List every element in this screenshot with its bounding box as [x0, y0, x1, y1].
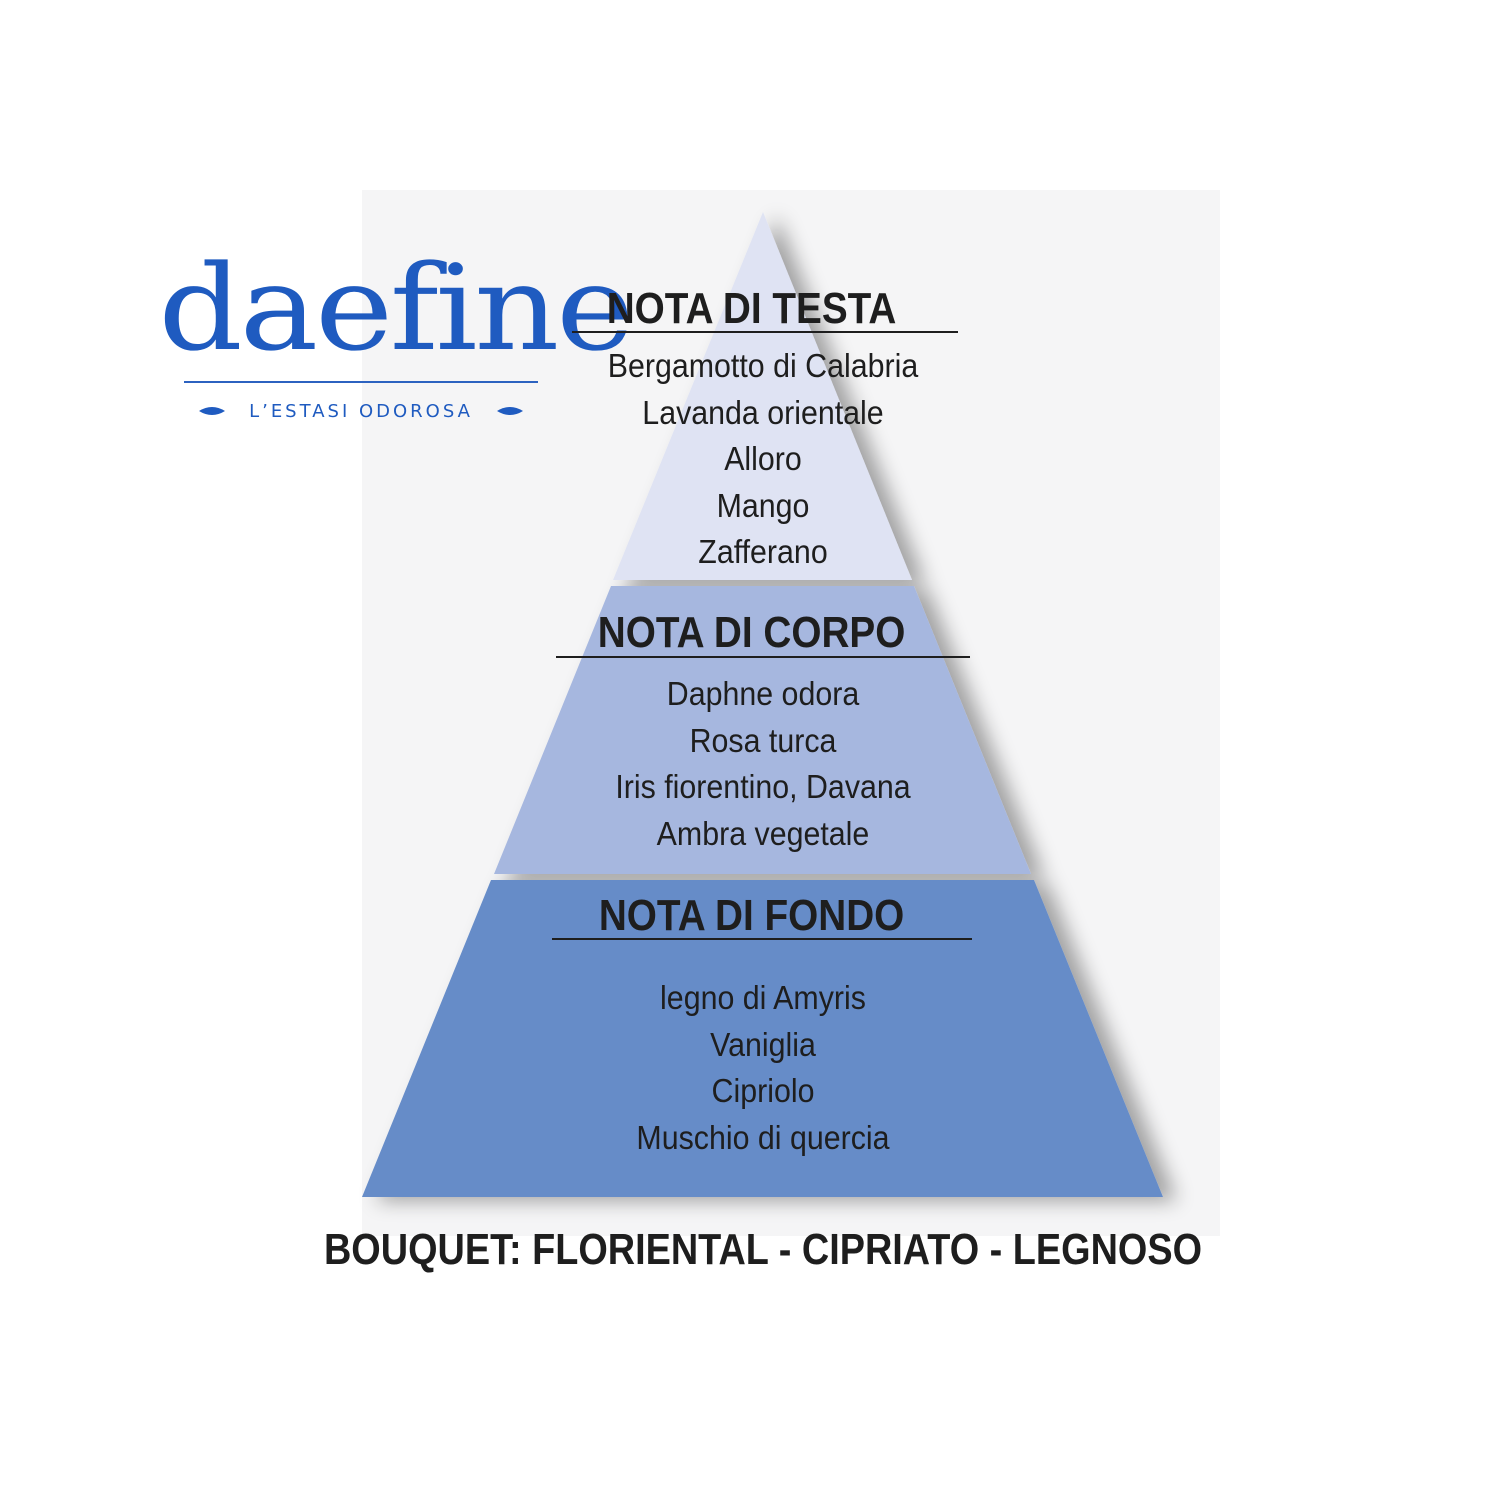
pyramid-tier-top — [613, 212, 912, 580]
tier-rule-corpo — [556, 656, 970, 658]
brand-logo: daefine L’ESTASI ODOROSA — [158, 248, 634, 433]
logo-tagline-row: L’ESTASI ODOROSA — [180, 399, 542, 423]
right-leaf-icon — [496, 407, 523, 415]
left-leaf-icon — [199, 407, 226, 415]
logo-tagline: L’ESTASI ODOROSA — [249, 400, 473, 422]
tier-heading-fondo: NOTA DI FONDO — [598, 891, 905, 940]
note-item: Vaniglia — [710, 1025, 816, 1063]
note-list-corpo: Daphne odora Rosa turca Iris fiorentino,… — [0, 671, 1500, 857]
note-item: Daphne odora — [666, 675, 860, 712]
note-item: Ambra vegetale — [656, 814, 870, 852]
pyramid-tier-middle — [494, 586, 1031, 874]
bouquet-caption: BOUQUET: FLORIENTAL - CIPRIATO - LEGNOSO — [323, 1225, 1203, 1274]
logo-wordmark: daefine — [158, 239, 634, 377]
note-list-fondo: legno di Amyris Vaniglia Cipriolo Muschi… — [0, 975, 1500, 1161]
note-item: Bergamotto di Calabria — [607, 347, 919, 384]
note-item: Muschio di quercia — [636, 1118, 890, 1156]
tier-rule-fondo — [552, 938, 972, 940]
tier-rule-testa — [572, 331, 958, 333]
tier-heading-corpo: NOTA DI CORPO — [597, 608, 906, 657]
logo-divider — [184, 381, 538, 383]
note-item: Mango — [716, 486, 810, 524]
note-item: Iris fiorentino, Davana — [615, 768, 911, 805]
pyramid-tier-bottom — [362, 880, 1163, 1197]
note-item: legno di Amyris — [660, 979, 866, 1016]
note-list-testa: Bergamotto di Calabria Lavanda orientale… — [0, 343, 1500, 576]
note-item: Cipriolo — [711, 1072, 815, 1109]
tier-heading-testa: NOTA DI TESTA — [606, 284, 897, 333]
note-item: Rosa turca — [689, 721, 837, 759]
note-item: Lavanda orientale — [642, 393, 884, 431]
note-item: Alloro — [724, 440, 802, 477]
note-item: Zafferano — [698, 533, 828, 570]
